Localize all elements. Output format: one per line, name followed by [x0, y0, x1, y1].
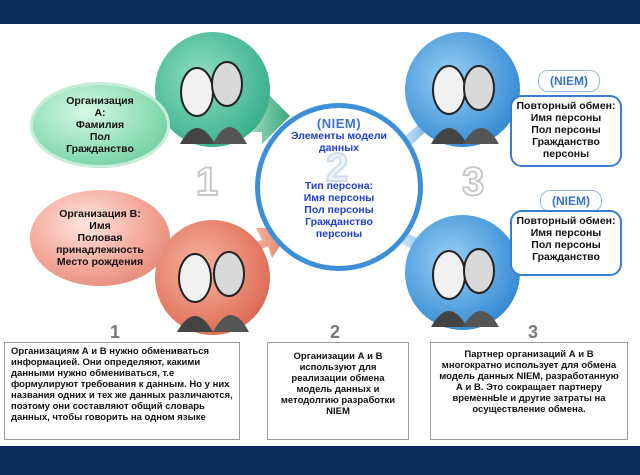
center-line: Элементы модели: [291, 130, 387, 142]
reuse-line: Гражданство: [532, 251, 600, 263]
org-a-bubble: Организация А: Фамилия Пол Гражданство: [30, 82, 170, 168]
org-b-line: принадлежность: [56, 244, 144, 256]
org-b-line: Организация В:: [59, 208, 141, 220]
reuse-line: Повторный обмен:: [516, 100, 616, 112]
org-a-line: Организация: [66, 95, 134, 107]
people-illustration-4: [405, 215, 520, 330]
card-number-1: 1: [110, 322, 121, 342]
description-card-3: Партнер организаций А и В многократно ис…: [430, 342, 628, 440]
niem-logo: (NIEM): [316, 116, 362, 131]
niem-logo: (NIEM): [538, 70, 600, 92]
reuse-box-top: Повторный обмен: Имя персоны Пол персоны…: [510, 95, 622, 167]
niem-logo: (NIEM): [540, 190, 602, 212]
center-line: Тип персона:: [304, 180, 374, 192]
org-a-line: Гражданство: [66, 143, 134, 155]
card-text: Организациям А и В нужно обмениваться ин…: [11, 346, 233, 423]
center-line: Пол персоны: [304, 204, 374, 216]
org-b-line: Место рождения: [56, 256, 144, 268]
description-card-1: Организациям А и В нужно обмениваться ин…: [4, 342, 240, 440]
center-line: Гражданство: [305, 216, 373, 228]
center-content: (NIEM) Элементы модели данных Тип персон…: [268, 116, 410, 240]
people-illustration-1: [155, 32, 270, 147]
reuse-line: Имя персоны: [530, 112, 602, 124]
people-figures-icon: [431, 248, 499, 327]
bottom-banner: [0, 446, 640, 475]
description-card-2: Организации А и В используют для реализа…: [267, 342, 409, 440]
card-number-2: 2: [330, 322, 341, 342]
people-figures-icon: [431, 65, 499, 144]
card-text: Организации А и В используют для реализа…: [280, 351, 396, 417]
people-figures-icon: [177, 251, 249, 332]
people-figures-icon: [180, 61, 247, 144]
card-number-3: 3: [528, 322, 539, 342]
center-circle: [255, 103, 423, 271]
center-line: данных: [319, 142, 359, 154]
step-number-2: 2: [325, 145, 349, 191]
step-number-3: 3: [461, 159, 485, 205]
org-a-line: Пол: [89, 131, 111, 143]
org-b-bubble: Организация В: Имя Половая принадлежност…: [30, 190, 170, 286]
org-a-line: Фамилия: [75, 119, 125, 131]
center-line: Имя персоны: [303, 192, 375, 204]
reuse-line: персоны: [542, 148, 590, 160]
org-a-line: А:: [94, 107, 106, 119]
step-number-1: 1: [195, 159, 219, 205]
card-text: Партнер организаций А и В многократно ис…: [439, 349, 619, 415]
reuse-line: Гражданство: [532, 136, 600, 148]
reuse-line: Пол персоны: [531, 239, 601, 251]
center-line: персоны: [315, 228, 363, 240]
reuse-line: Имя персоны: [530, 227, 602, 239]
org-b-line: Имя: [89, 220, 111, 232]
people-illustration-2: [155, 220, 270, 335]
reuse-line: Пол персоны: [531, 124, 601, 136]
top-banner: [0, 0, 640, 24]
reuse-box-bottom: Повторный обмен: Имя персоны Пол персоны…: [510, 210, 622, 276]
reuse-line: Повторный обмен:: [516, 215, 616, 227]
org-b-line: Половая: [77, 232, 123, 244]
people-illustration-3: [405, 32, 520, 147]
